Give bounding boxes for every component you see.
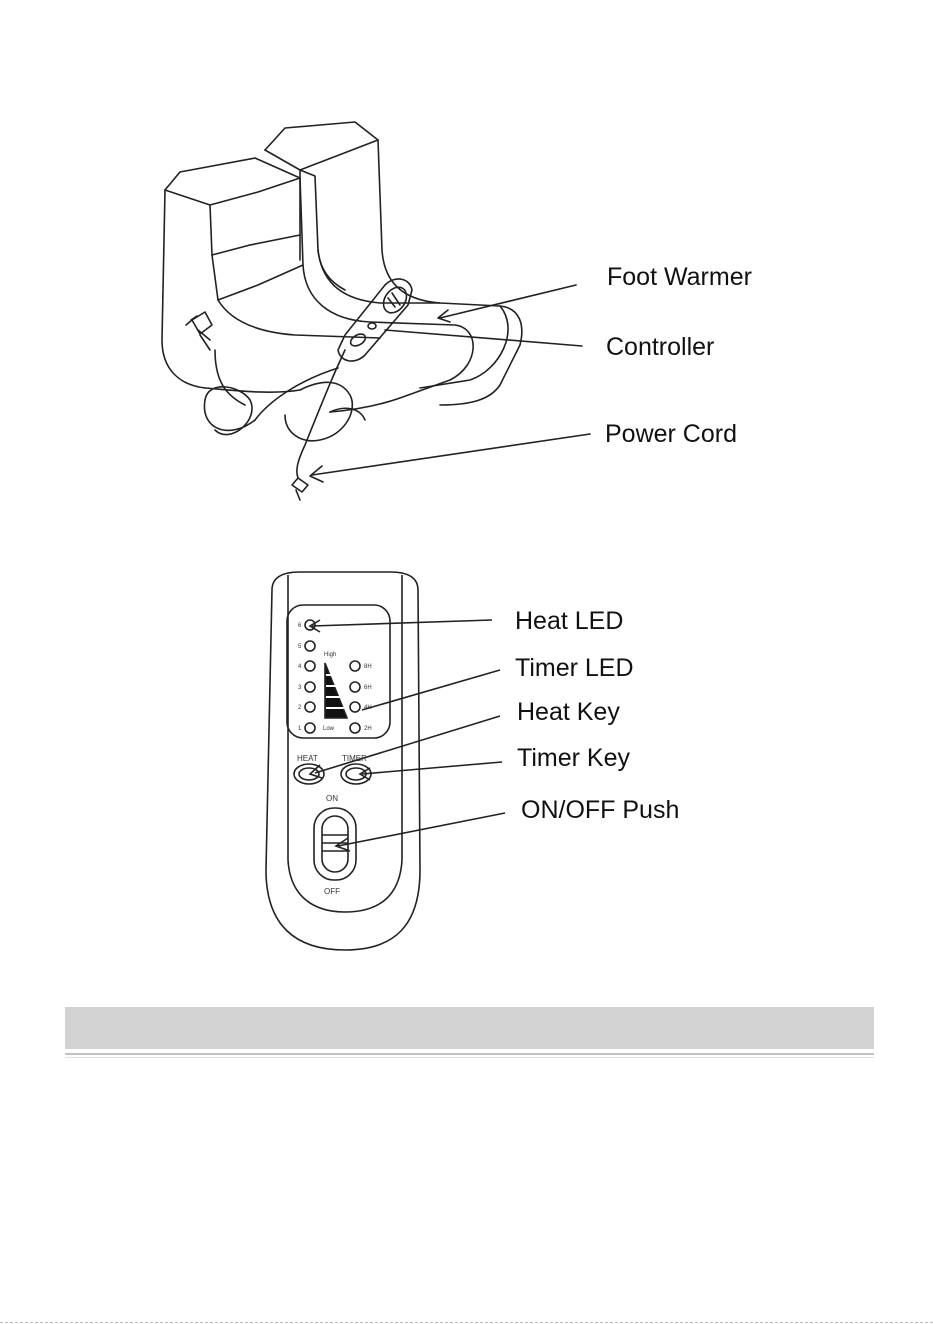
off-label: OFF	[324, 887, 340, 896]
callout-heat-led: Heat LED	[515, 609, 623, 634]
timer-leds	[350, 661, 360, 733]
callout-timer-led: Timer LED	[515, 656, 634, 681]
heat-level-6: 6	[298, 623, 302, 629]
timer-level-8h: 8H	[364, 664, 372, 670]
high-label: High	[324, 652, 336, 658]
timer-level-4h: 4H	[364, 705, 372, 711]
section-header-bar	[65, 1007, 874, 1049]
leader-power-cord	[312, 434, 590, 475]
section-rule-thin	[65, 1057, 874, 1058]
left-boot	[162, 158, 473, 441]
callout-power-cord: Power Cord	[605, 422, 737, 447]
timer-level-2h: 2H	[364, 726, 372, 732]
callout-on-off: ON/OFF Push	[521, 798, 679, 823]
section-rule	[65, 1053, 874, 1055]
heat-level-2: 2	[298, 705, 302, 711]
heat-level-4: 4	[298, 664, 302, 670]
leader-foot-warmer	[440, 285, 576, 318]
heat-ramp	[325, 663, 347, 718]
heat-leds	[305, 620, 315, 733]
on-label: ON	[326, 794, 338, 803]
low-label: Low	[323, 726, 335, 732]
callout-heat-key: Heat Key	[517, 700, 620, 725]
heat-key-label: HEAT	[297, 754, 318, 763]
foot-warmer-diagram: 6 5 4 3 2 1 High Low 8H 6H 4H 2H HEAT TI…	[0, 0, 933, 1000]
callout-controller: Controller	[606, 335, 714, 360]
controller-device	[335, 279, 412, 372]
heat-level-5: 5	[298, 644, 302, 650]
timer-key-label: TIMER	[342, 754, 367, 763]
heat-level-3: 3	[298, 685, 302, 691]
heat-level-1: 1	[298, 726, 302, 732]
timer-level-6h: 6H	[364, 685, 372, 691]
callout-timer-key: Timer Key	[517, 746, 630, 771]
page-bottom-edge	[0, 1322, 933, 1323]
leader-controller	[385, 330, 582, 346]
callout-foot-warmer: Foot Warmer	[607, 265, 752, 290]
